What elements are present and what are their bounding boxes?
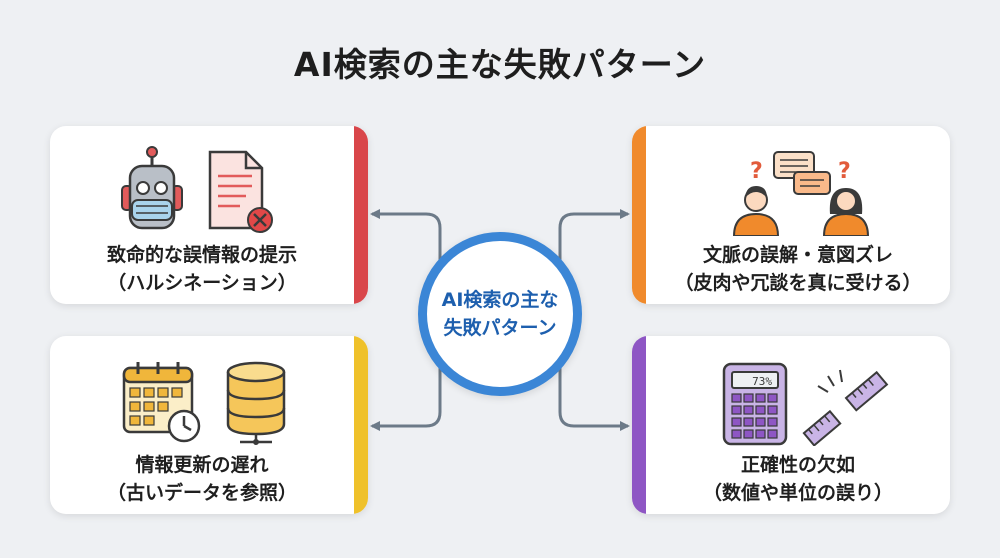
svg-text:?: ?: [838, 159, 851, 184]
card-label: 正確性の欠如 （数値や単位の誤り）: [702, 454, 893, 504]
card-label: 致命的な誤情報の提示 （ハルシネーション）: [106, 244, 297, 294]
robot-mask-icon: [121, 146, 183, 230]
people-confused-icon: ? ?: [732, 151, 870, 237]
card-context-misunderstanding: ? ? 文脈の誤解・意図ズレ （皮肉や冗談を: [632, 126, 950, 304]
card-accent-stripe: [354, 336, 368, 514]
center-label-line2: 失敗パターン: [443, 317, 557, 339]
connector-top-left: [370, 209, 442, 262]
connector-top-right: [558, 209, 630, 262]
card-icons: ? ?: [632, 144, 950, 237]
center-node: AI検索の主な 失敗パターン: [418, 232, 582, 396]
card-outdated-info: 情報更新の遅れ （古いデータを参照）: [50, 336, 368, 514]
card-icons: [50, 354, 368, 446]
card-icons: 73%: [632, 354, 950, 447]
card-hallucination: 致命的な誤情報の提示 （ハルシネーション）: [50, 126, 368, 304]
card-accuracy: 73%: [632, 336, 950, 514]
card-accent-stripe: [632, 126, 646, 304]
card-label: 文脈の誤解・意図ズレ （皮肉や冗談を真に受ける）: [674, 244, 922, 294]
calculator-display: 73%: [752, 375, 772, 388]
connector-bottom-left: [370, 366, 442, 431]
svg-text:?: ?: [750, 159, 763, 184]
connector-bottom-right: [558, 366, 630, 431]
calendar-clock-icon: [122, 362, 201, 443]
broken-ruler-icon: [802, 369, 889, 447]
calculator-icon: 73%: [722, 362, 788, 446]
document-error-icon: [208, 150, 273, 233]
database-icon: [226, 361, 286, 445]
card-label: 情報更新の遅れ （古いデータを参照）: [106, 454, 297, 504]
page-title: AI検索の主な失敗パターン: [293, 45, 707, 84]
card-icons: [50, 144, 368, 236]
card-accent-stripe: [354, 126, 368, 304]
card-accent-stripe: [632, 336, 646, 514]
center-label-line1: AI検索の主な: [441, 289, 559, 311]
